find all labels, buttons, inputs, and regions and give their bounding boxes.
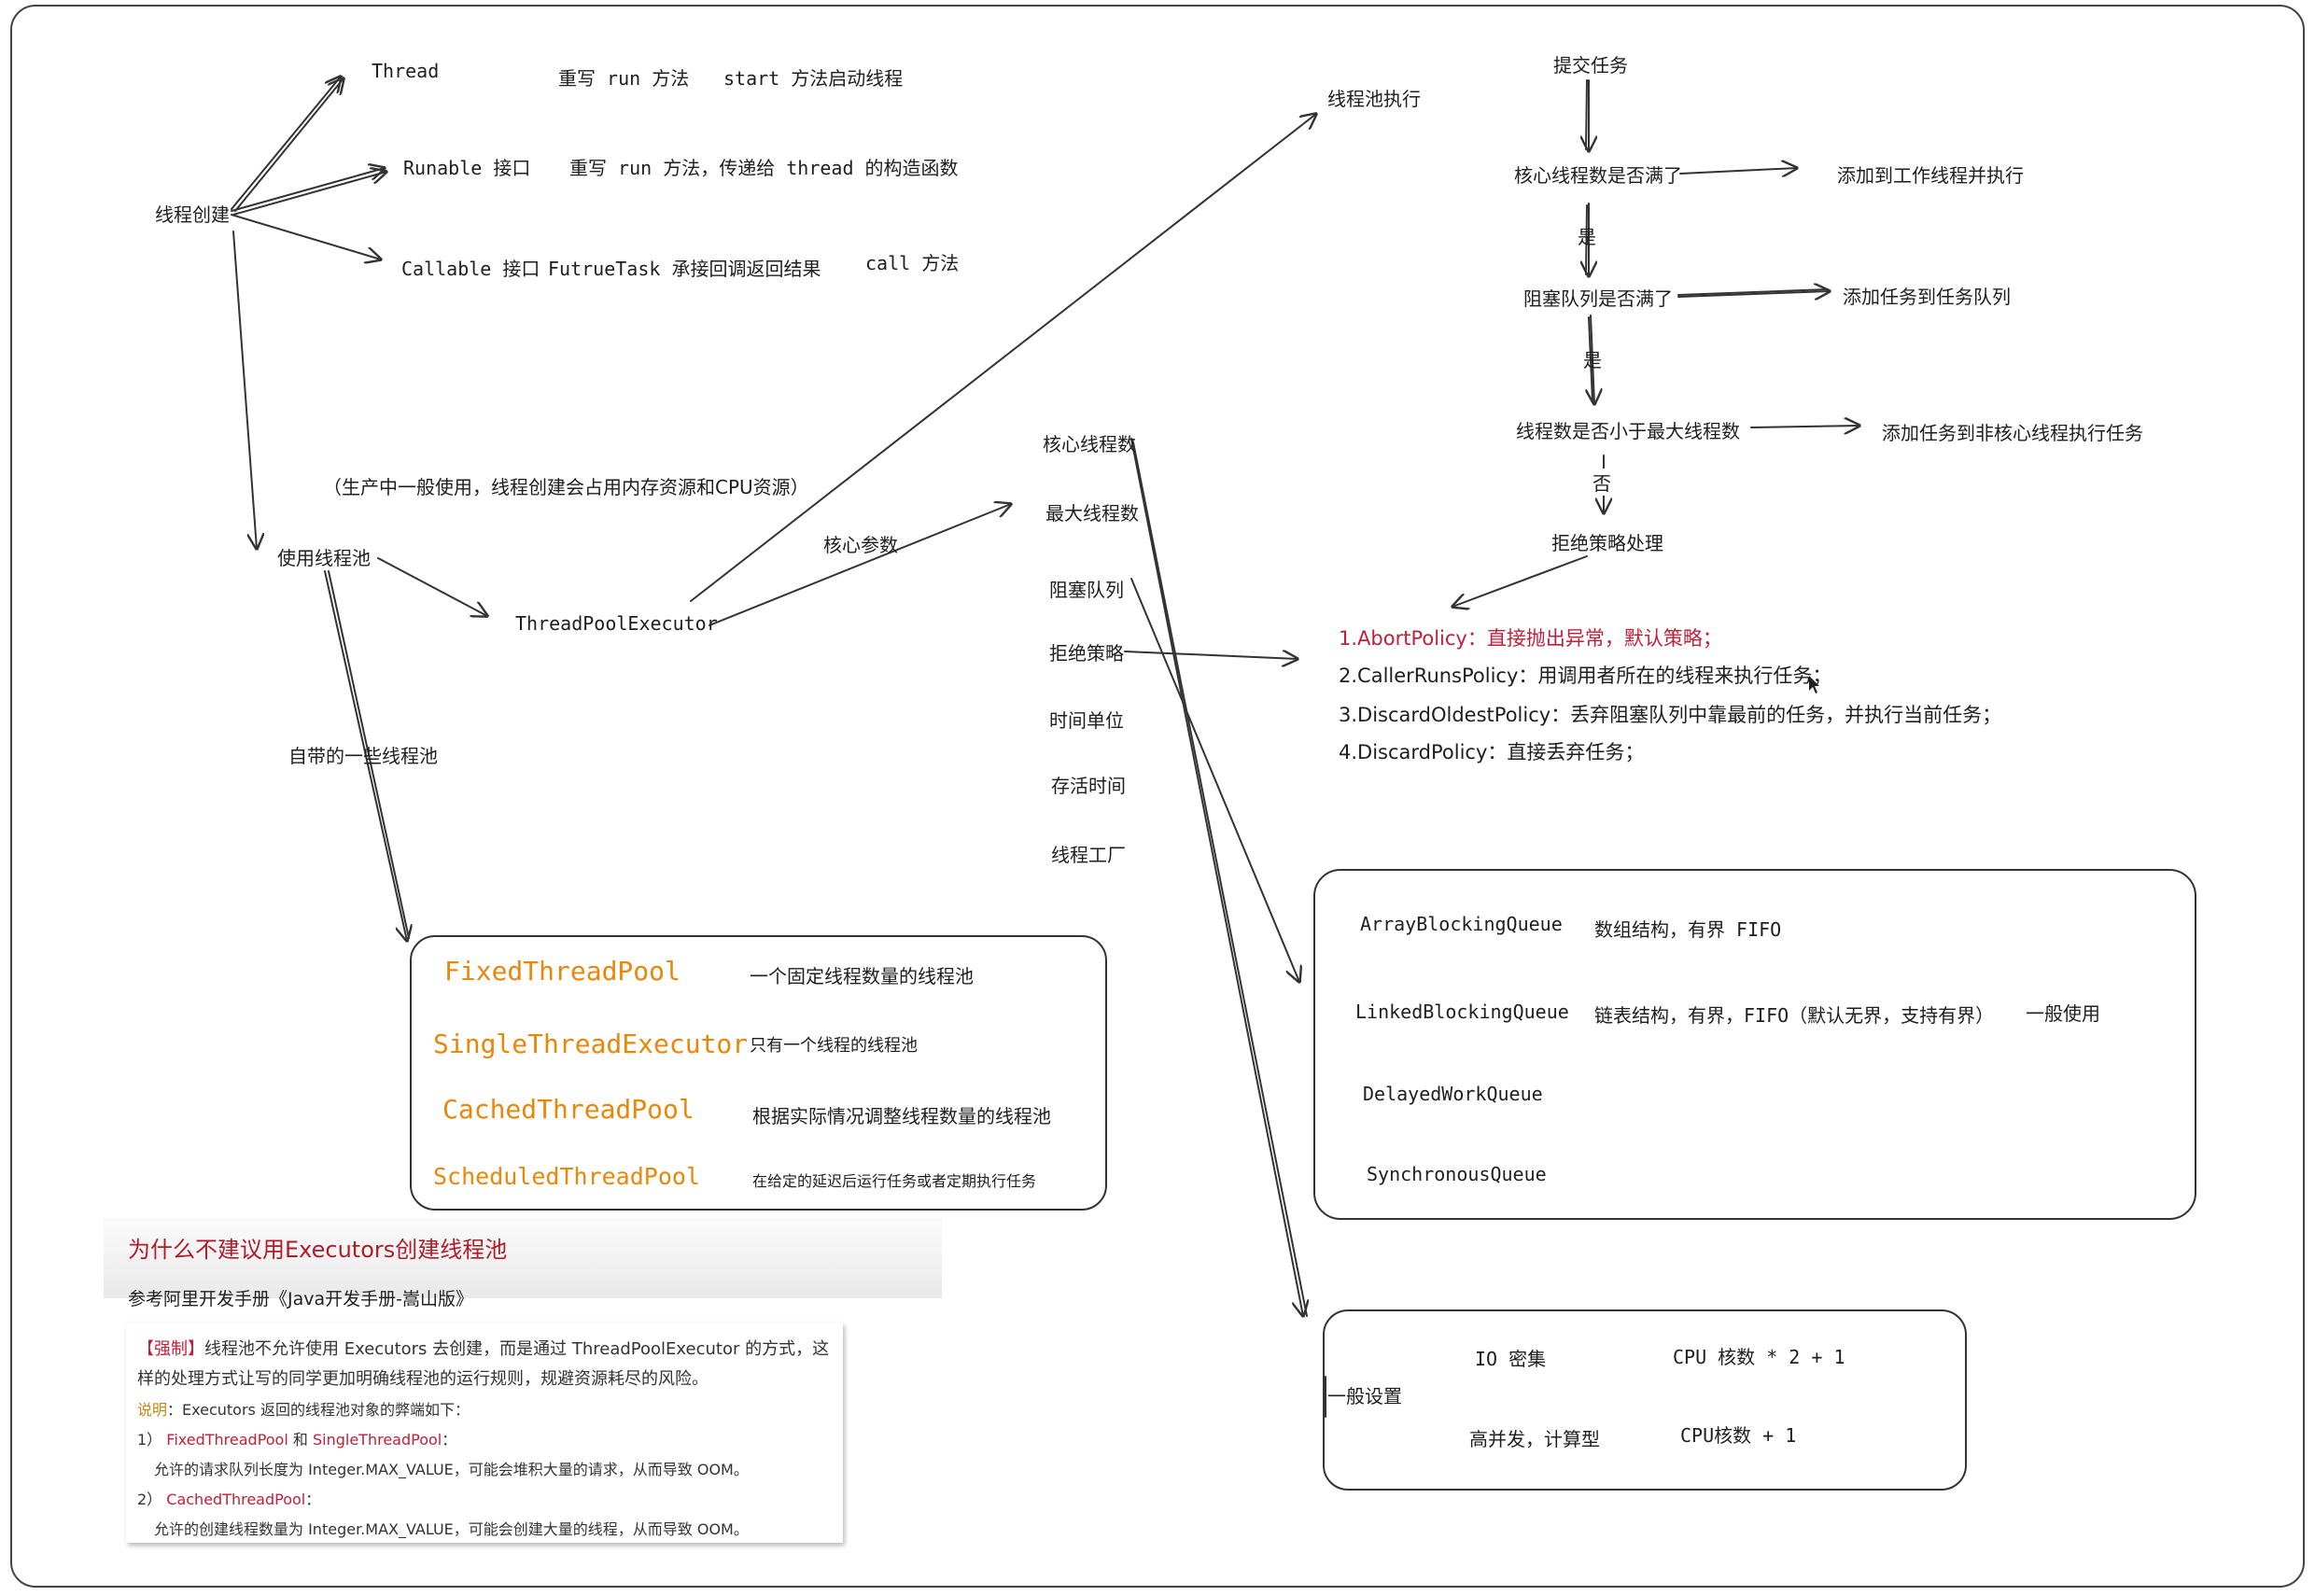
param-thread-factory: 线程工厂 [1051, 844, 1126, 866]
arrow-to-runnable [231, 168, 385, 212]
canvas-frame [10, 5, 2305, 1588]
reference-panel-header [104, 1218, 942, 1298]
flow-a1: 添加到工作线程并执行 [1837, 164, 2024, 187]
rule-line-2: 样的处理方式让写的同学更加明确线程池的运行规则，规避资源耗尽的风险。 [137, 1369, 709, 1389]
param-core-threads: 核心线程数 [1043, 433, 1136, 455]
flow-submit: 提交任务 [1553, 54, 1628, 77]
param-time-unit: 时间单位 [1049, 709, 1124, 732]
pool-single-desc: 只有一个线程的线程池 [750, 1036, 918, 1056]
pool-cached-desc: 根据实际情况调整线程数量的线程池 [752, 1105, 1051, 1127]
flow-q2: 阻塞队列是否满了 [1523, 287, 1673, 310]
arrow-to-executor [377, 557, 487, 616]
settings-io-formula: CPU 核数 * 2 + 1 [1673, 1346, 1845, 1368]
rule-item-2-desc: 允许的创建线程数量为 Integer.MAX_VALUE，可能会创建大量的线程，… [154, 1520, 749, 1538]
arrow-to-thread-2 [234, 78, 344, 212]
arrow-to-params [709, 504, 1011, 626]
pool-scheduled-desc: 在给定的延迟后运行任务或者定期执行任务 [752, 1172, 1037, 1190]
pool-scheduled: ScheduledThreadPool [433, 1163, 700, 1190]
arrow-q1-q2-2 [1585, 204, 1588, 275]
policy-caller-runs: 2.CallerRunsPolicy：用调用者所在的线程来执行任务； [1339, 665, 1832, 687]
rule-line-1: 【强制】线程池不允许使用 Executors 去创建，而是通过 ThreadPo… [137, 1339, 830, 1359]
node-callable: Callable 接口 [401, 258, 540, 280]
reference-panel-title: 为什么不建议用Executors创建线程池 [128, 1237, 508, 1263]
arrow-q2-a2 [1677, 291, 1830, 297]
arrow-q2-q3-2 [1588, 316, 1593, 402]
policy-discard: 4.DiscardPolicy：直接丢弃任务； [1339, 741, 1645, 763]
arrow-to-execute [690, 114, 1316, 602]
arrow-to-use-pool [232, 231, 257, 549]
label-core-params: 核心参数 [823, 534, 898, 556]
settings-cpu: 高并发，计算型 [1469, 1428, 1600, 1450]
node-thread: Thread [372, 60, 440, 82]
param-reject-policy: 拒绝策略 [1049, 642, 1124, 665]
arrow-q3-a3 [1750, 426, 1859, 427]
flow-reject: 拒绝策略处理 [1551, 532, 1663, 554]
production-note: （生产中一般使用，线程创建会占用内存资源和CPU资源） [323, 476, 809, 498]
cursor-icon [1809, 676, 1819, 693]
pool-fixed: FixedThreadPool [444, 956, 680, 987]
queue-delayed: DelayedWorkQueue [1363, 1083, 1543, 1105]
flow-a3: 添加任务到非核心线程执行任务 [1882, 422, 2143, 444]
arrow-to-thread [231, 77, 341, 210]
rule-note: 说明：Executors 返回的线程池对象的弊端如下： [137, 1401, 470, 1419]
flow-yes2: 是 [1583, 349, 1602, 371]
settings-cpu-formula: CPU核数 + 1 [1680, 1424, 1797, 1447]
flow-yes1: 是 [1578, 226, 1596, 248]
queue-synchronous: SynchronousQueue [1367, 1163, 1547, 1185]
reference-panel: 为什么不建议用Executors创建线程池 参考阿里开发手册《Java开发手册-… [104, 1218, 942, 1554]
flow-q1: 核心线程数是否满了 [1514, 164, 1682, 187]
policy-abort: 1.AbortPolicy：直接抛出异常，默认策略； [1339, 627, 1722, 650]
node-runnable: Runable 接口 [403, 157, 531, 179]
rule-item-1: 1） FixedThreadPool 和 SingleThreadPool： [137, 1431, 457, 1449]
node-use-pool: 使用线程池 [277, 547, 371, 569]
callable-note-futuretask: FutrueTask 承接回调返回结果 [548, 258, 821, 280]
flow-no3: 否 [1592, 469, 1611, 496]
thread-note-run: 重写 run 方法 [558, 67, 690, 90]
pool-single: SingleThreadExecutor [433, 1029, 749, 1059]
queue-linked: LinkedBlockingQueue [1355, 1001, 1569, 1023]
node-pool-execute: 线程池执行 [1327, 88, 1421, 110]
queue-linked-extra: 一般使用 [2026, 1002, 2100, 1025]
arrow-to-callable [231, 214, 381, 259]
arrow-submit-q1-2 [1585, 79, 1588, 150]
queue-linked-desc: 链表结构，有界，FIFO（默认无界，支持有界） [1594, 1004, 1995, 1027]
node-thread-creation: 线程创建 [155, 203, 230, 226]
queue-array-desc: 数组结构，有界 FIFO [1594, 918, 1782, 941]
arrow-to-builtin [324, 570, 407, 941]
reference-panel-subtitle: 参考阿里开发手册《Java开发手册-嵩山版》 [128, 1289, 473, 1309]
param-max-threads: 最大线程数 [1045, 502, 1139, 525]
rule-item-2: 2） CachedThreadPool： [137, 1491, 321, 1508]
param-keepalive: 存活时间 [1051, 775, 1126, 797]
settings-label: 一般设置 [1327, 1385, 1402, 1407]
arrow-reject-to-policies [1124, 651, 1298, 659]
param-blocking-queue: 阻塞队列 [1049, 579, 1124, 601]
flow-q3: 线程数是否小于最大线程数 [1516, 420, 1740, 442]
arrow-to-builtin-2 [328, 570, 410, 939]
rule-item-1-desc: 允许的请求队列长度为 Integer.MAX_VALUE，可能会堆积大量的请求，… [154, 1461, 749, 1478]
pool-cached: CachedThreadPool [442, 1094, 694, 1125]
reference-panel-card: 【强制】线程池不允许使用 Executors 去创建，而是通过 ThreadPo… [126, 1323, 843, 1543]
arrow-reject-policies [1452, 555, 1588, 607]
queues-box [1313, 869, 2196, 1220]
arrow-to-runnable-2 [232, 172, 386, 216]
label-builtin-pools: 自带的一些线程池 [288, 745, 438, 767]
settings-box [1323, 1309, 1967, 1491]
builtin-pools-box [410, 935, 1107, 1211]
flow-a2: 添加任务到任务队列 [1843, 286, 2011, 308]
pool-fixed-desc: 一个固定线程数量的线程池 [750, 965, 974, 987]
queue-array: ArrayBlockingQueue [1360, 913, 1563, 935]
arrow-queue-to-queues [1130, 578, 1299, 982]
arrow-q2-q3 [1591, 315, 1594, 404]
callable-note-call: call 方法 [865, 252, 960, 274]
arrow-q2-a2-2 [1677, 288, 1829, 296]
node-threadpoolexecutor: ThreadPoolExecutor [515, 612, 718, 635]
policy-discard-oldest: 3.DiscardOldestPolicy：丢弃阻塞队列中靠最前的任务，并执行当… [1339, 704, 2002, 726]
settings-io: IO 密集 [1475, 1348, 1547, 1370]
runnable-note: 重写 run 方法，传递给 thread 的构造函数 [569, 157, 959, 179]
arrow-core-to-settings [1130, 438, 1303, 1316]
thread-note-start: start 方法启动线程 [723, 67, 904, 90]
arrow-q1-a1 [1679, 168, 1797, 174]
arrow-core-to-settings-2 [1132, 441, 1308, 1317]
